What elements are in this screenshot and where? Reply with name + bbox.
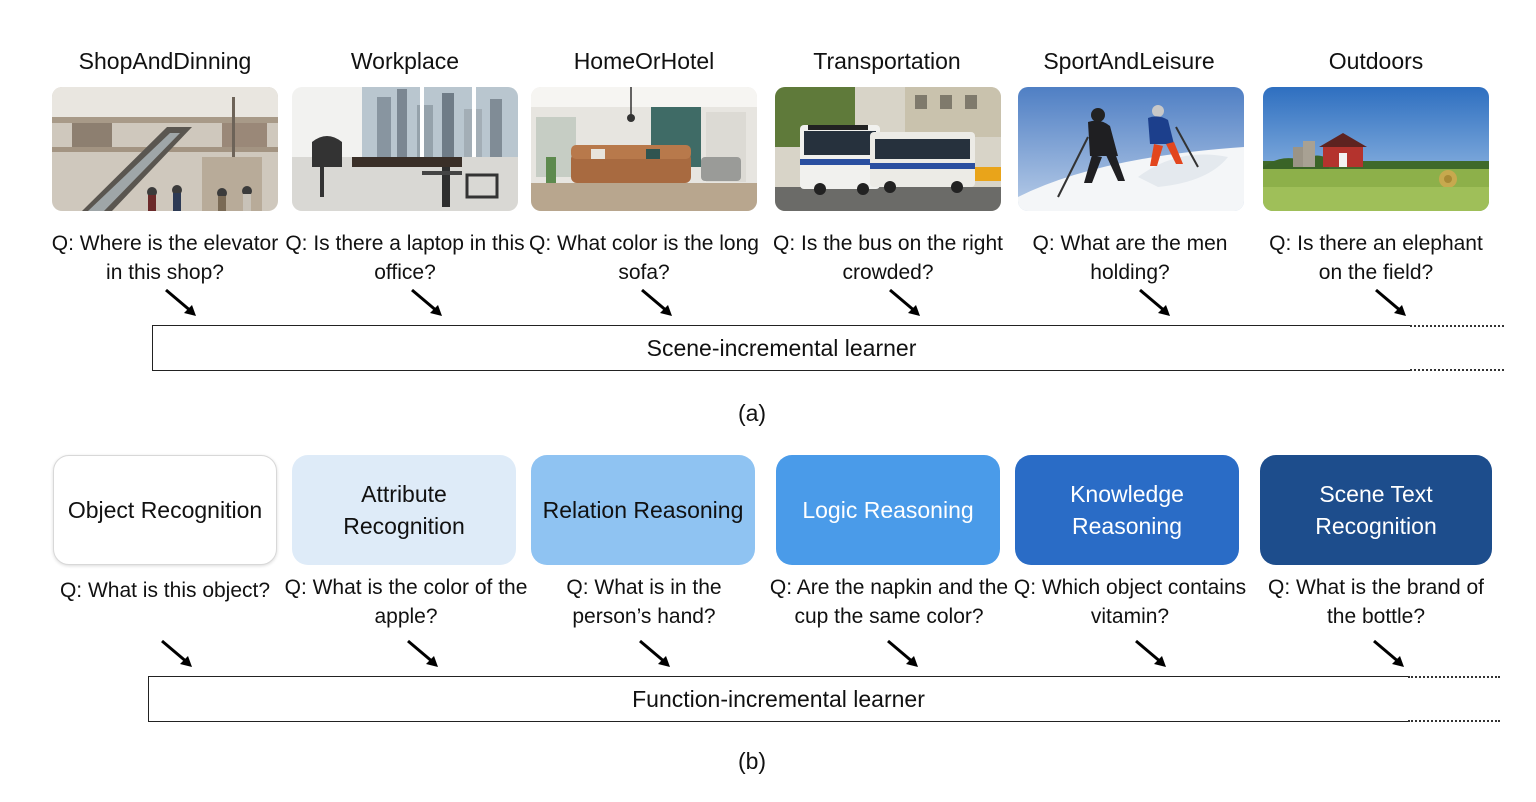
scene-title-workplace: Workplace	[350, 48, 460, 74]
caption-a: (a)	[737, 400, 767, 426]
function-question-object: Q: What is this object?	[59, 579, 271, 602]
function-box-object-recognition: Object Recognition	[53, 455, 277, 565]
living-room-sofa-image	[531, 87, 757, 211]
function-box-scene-text-recognition: Scene Text Recognition	[1260, 455, 1492, 565]
function-box-relation-reasoning: Relation Reasoning	[531, 455, 755, 565]
arrow-down-right-icon	[889, 288, 920, 316]
arrow-down-right-icon	[165, 288, 196, 316]
function-question-scene-text: Q: What is the brand of the bottle?	[1268, 576, 1484, 628]
scene-learner-label: Scene-incremental learner	[646, 334, 917, 361]
function-label: Knowledge Reasoning	[1070, 481, 1184, 539]
function-label: Scene Text Recognition	[1315, 481, 1437, 539]
caption-b: (b)	[737, 748, 767, 774]
function-label: Attribute Recognition	[343, 481, 465, 539]
continuation-dots-bottom	[1410, 369, 1504, 371]
scene-question-sport: Q: What are the men holding?	[1032, 232, 1228, 284]
arrow-down-right-icon	[639, 639, 670, 667]
scene-title-home: HomeOrHotel	[573, 48, 715, 74]
function-question-attribute: Q: What is the color of the apple?	[284, 576, 528, 628]
city-buses-image	[775, 87, 1001, 211]
scene-question-transportation: Q: Is the bus on the right crowded?	[773, 232, 1003, 284]
function-label: Relation Reasoning	[542, 497, 744, 523]
arrow-down-right-icon	[161, 639, 192, 667]
arrow-down-right-icon	[407, 639, 438, 667]
function-question-logic: Q: Are the napkin and the cup the same c…	[769, 576, 1009, 628]
arrow-down-right-icon	[1135, 639, 1166, 667]
arrow-down-right-icon	[1139, 288, 1170, 316]
scene-question-workplace: Q: Is there a laptop in this office?	[285, 232, 525, 284]
mall-escalator-image	[52, 87, 278, 211]
function-incremental-learner: Function-incremental learner	[148, 676, 1408, 722]
arrow-down-right-icon	[887, 639, 918, 667]
continuation-dots-bottom	[1408, 720, 1500, 722]
farm-field-image	[1263, 87, 1489, 211]
arrow-down-right-icon	[1373, 639, 1404, 667]
function-label: Object Recognition	[67, 497, 263, 523]
scene-title-outdoors: Outdoors	[1328, 48, 1424, 74]
scene-title-transportation: Transportation	[813, 48, 961, 74]
arrow-down-right-icon	[641, 288, 672, 316]
continuation-dots-top	[1410, 325, 1504, 327]
arrow-down-right-icon	[1375, 288, 1406, 316]
scene-question-outdoors: Q: Is there an elephant on the field?	[1269, 232, 1483, 284]
arrow-down-right-icon	[411, 288, 442, 316]
function-question-relation: Q: What is in the person’s hand?	[566, 576, 722, 628]
scene-title-shop: ShopAndDinning	[78, 48, 252, 74]
scene-question-home: Q: What color is the long sofa?	[529, 232, 759, 284]
office-desk-image	[292, 87, 518, 211]
function-box-attribute-recognition: Attribute Recognition	[292, 455, 516, 565]
scene-incremental-learner: Scene-incremental learner	[152, 325, 1410, 371]
skiers-image	[1018, 87, 1244, 211]
continuation-dots-top	[1408, 676, 1500, 678]
scene-question-shop: Q: Where is the elevator in this shop?	[51, 232, 279, 284]
function-question-knowledge: Q: Which object contains vitamin?	[1013, 576, 1247, 628]
function-learner-label: Function-incremental learner	[632, 685, 925, 712]
function-box-knowledge-reasoning: Knowledge Reasoning	[1015, 455, 1239, 565]
scene-title-sport: SportAndLeisure	[1043, 48, 1215, 74]
function-box-logic-reasoning: Logic Reasoning	[776, 455, 1000, 565]
function-label: Logic Reasoning	[802, 497, 974, 523]
